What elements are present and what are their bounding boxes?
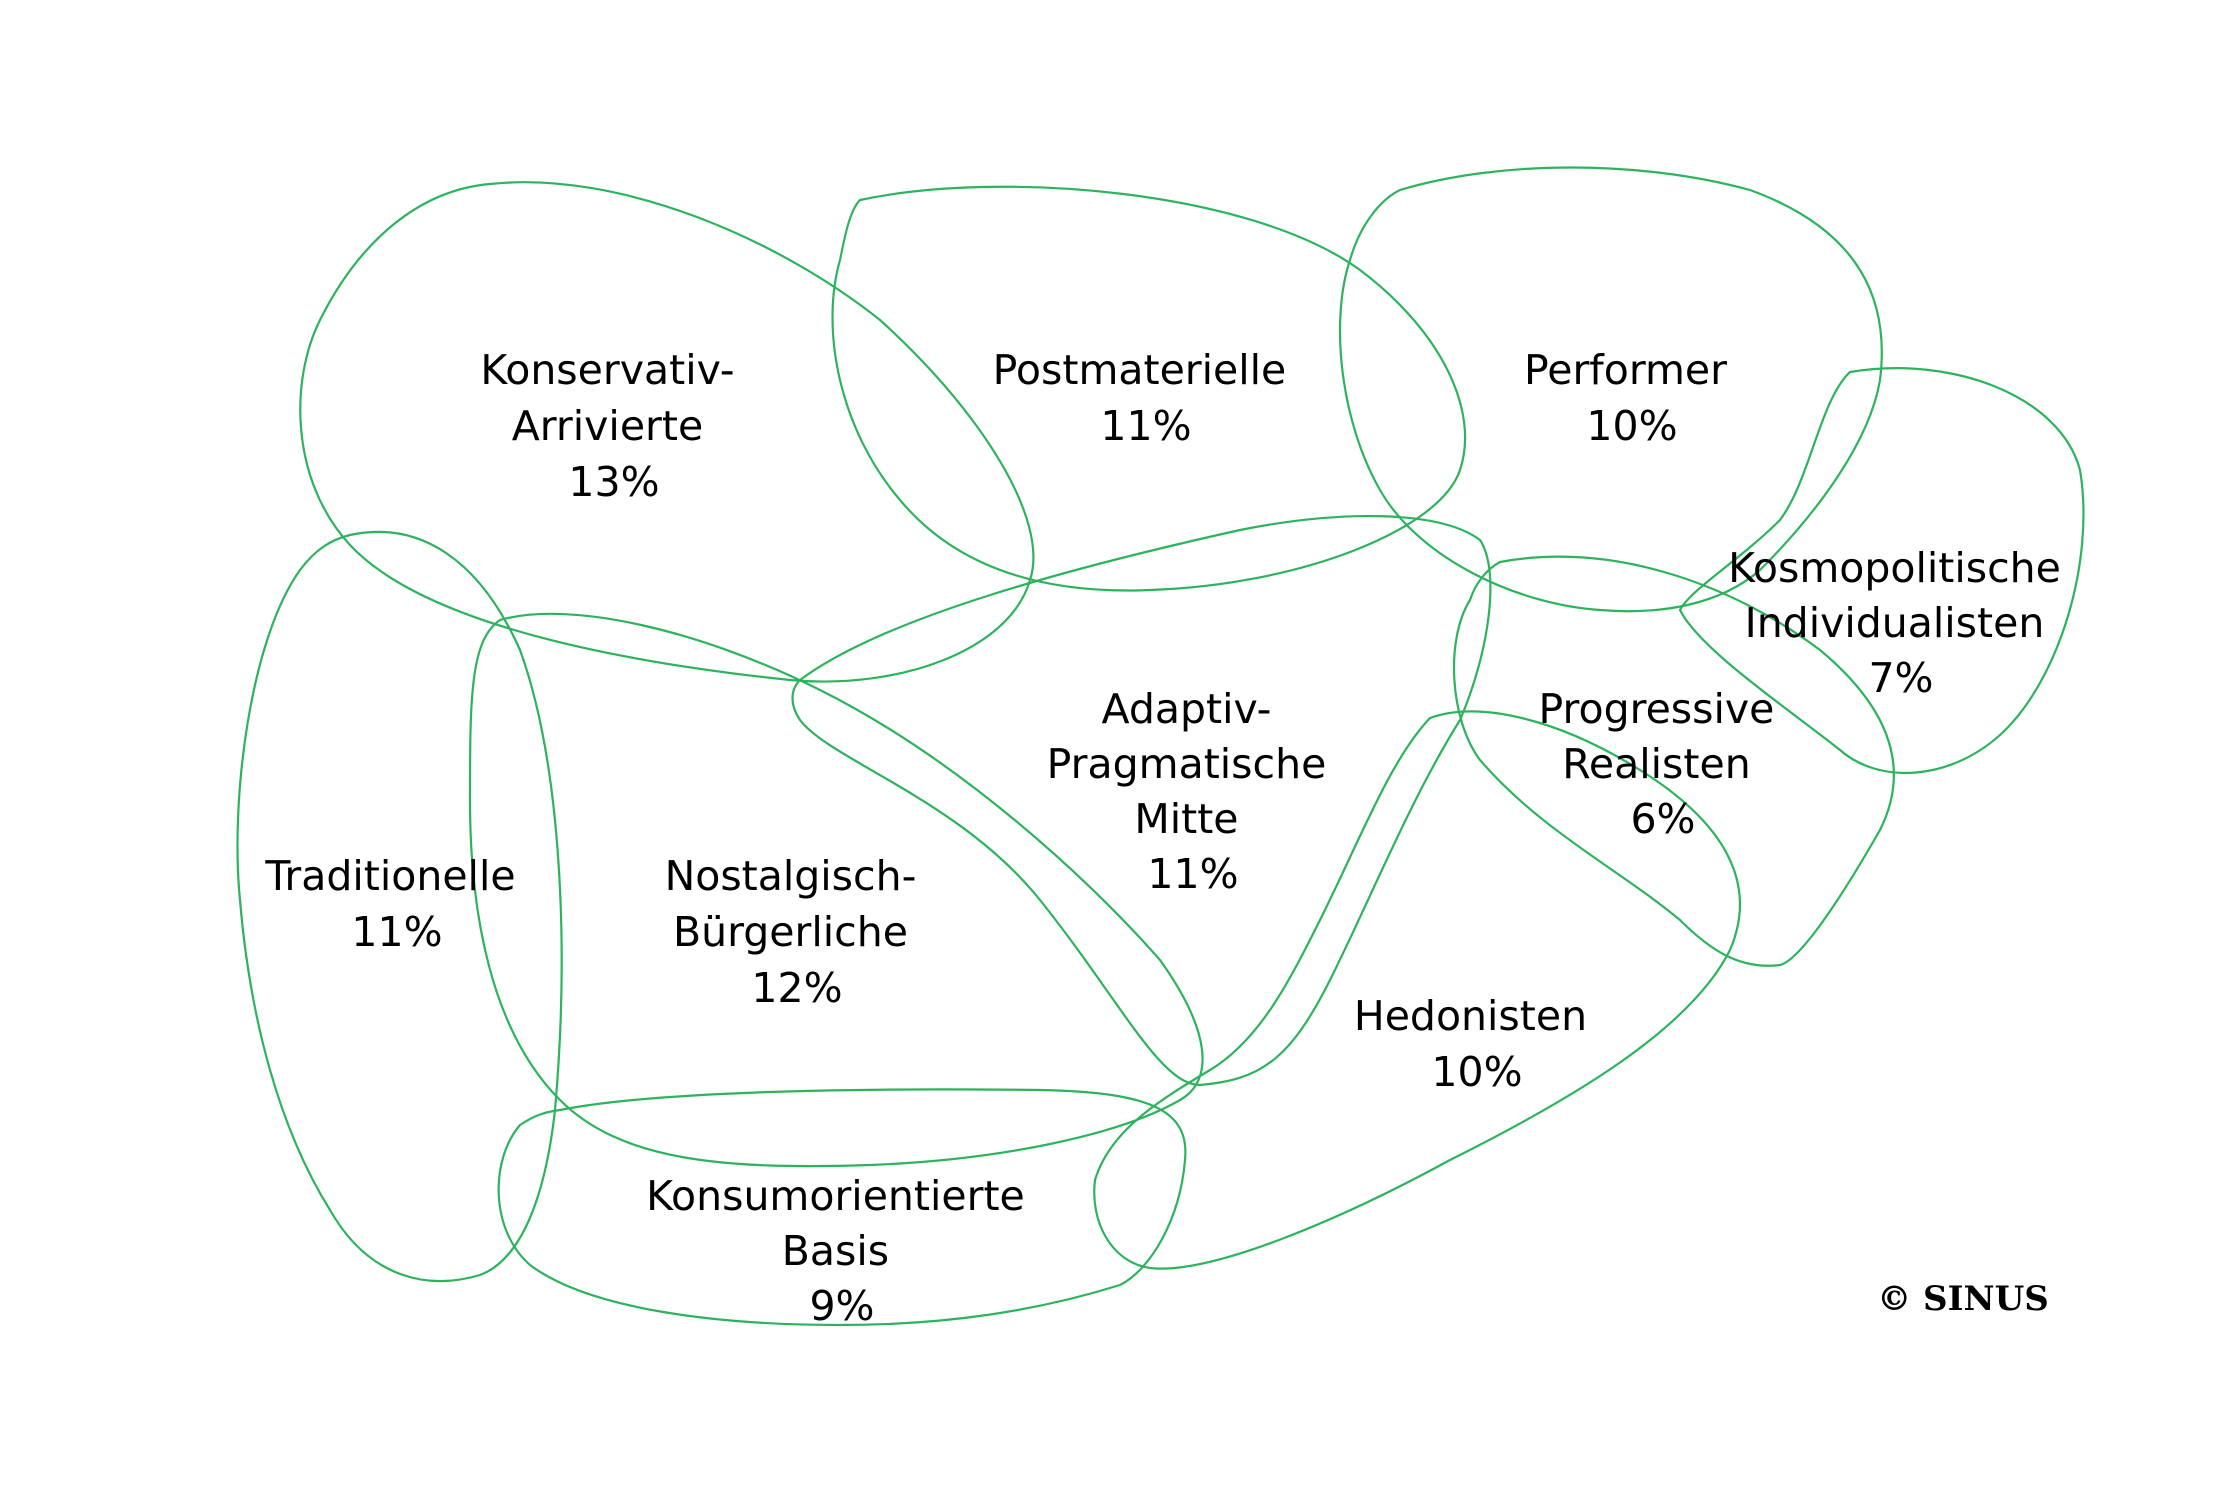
label-performer: Performer 10%: [1524, 346, 1740, 450]
label-konservativ-arrivierte: Konservativ- Arrivierte 13%: [480, 346, 747, 506]
label-traditionelle: Traditionelle 11%: [264, 852, 528, 956]
label-progressive-realisten: Progressive Realisten 6%: [1539, 685, 1788, 843]
outline-konsumorientierte-basis: [497, 1088, 1187, 1327]
outline-konservativ-arrivierte: [299, 181, 1035, 683]
outline-hedonisten: [1093, 710, 1741, 1270]
milieu-labels: Konservativ- Arrivierte 13% Postmateriel…: [264, 346, 2074, 1330]
outline-kosmopolitische-individualisten: [1678, 367, 2085, 775]
label-nostalgisch-buergerliche: Nostalgisch- Bürgerliche 12%: [665, 852, 930, 1012]
outline-adaptiv-pragmatische-mitte: [791, 514, 1492, 1087]
label-adaptiv-pragmatische-mitte: Adaptiv- Pragmatische Mitte 11%: [1047, 685, 1340, 898]
outline-performer: [1338, 166, 1883, 613]
outline-progressive-realisten: [1452, 555, 1895, 967]
label-kosmopolitische-individualisten: Kosmopolitische Individualisten 7%: [1728, 544, 2074, 702]
outline-nostalgisch-buergerliche: [468, 612, 1204, 1168]
copyright-notice: © SINUS: [1877, 1279, 2049, 1319]
outline-traditionelle: [236, 530, 563, 1283]
outline-postmaterielle: [831, 185, 1467, 592]
label-postmaterielle: Postmaterielle 11%: [993, 346, 1300, 450]
milieu-outlines: [236, 166, 2085, 1327]
label-hedonisten: Hedonisten 10%: [1354, 992, 1600, 1096]
label-konsumorientierte-basis: Konsumorientierte Basis 9%: [646, 1172, 1038, 1330]
